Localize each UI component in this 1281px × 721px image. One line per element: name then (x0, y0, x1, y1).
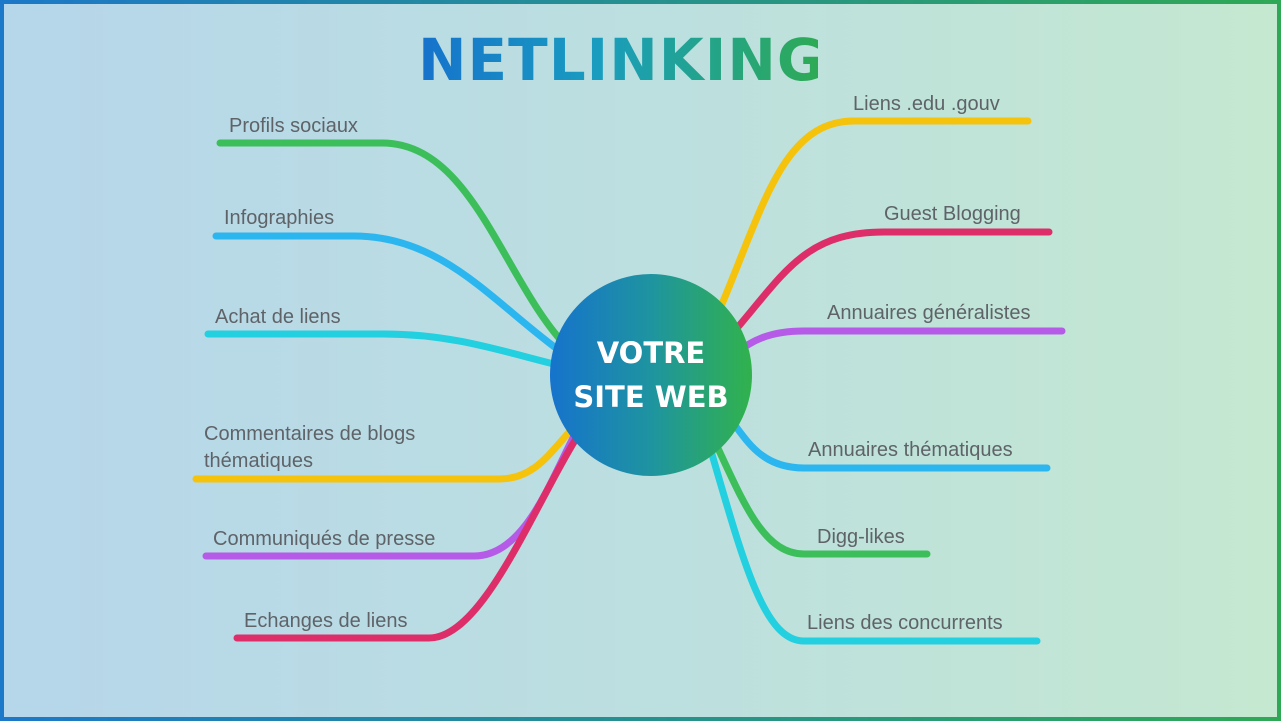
branch-label-digg-likes: Digg-likes (817, 526, 905, 548)
center-node-text: VOTRE SITE WEB (561, 331, 741, 419)
page-title: NETLINKING (418, 26, 826, 94)
branch-line-guest-blogging (728, 228, 1053, 338)
branch-label-infographies: Infographies (224, 207, 335, 229)
branch-label-profils-sociaux: Profils sociaux (229, 115, 358, 137)
branch-line-infographies (212, 232, 568, 358)
branch-line-digg-likes (712, 440, 931, 558)
branch-lines (192, 117, 1066, 645)
branch-line-echanges (233, 425, 586, 642)
branch-label-commentaires-de-blogs: Commentaires de blogs (204, 423, 416, 445)
branch-line-liens-edu (718, 117, 1032, 308)
title-container: NETLINKING (418, 26, 826, 96)
branch-label-annuaires-thematiques: Annuaires thématiques (808, 439, 1013, 461)
branch-label-annuaires-generalistes: Annuaires généralistes (827, 302, 1031, 324)
branch-line-commentaires (192, 425, 576, 483)
branch-label-communiques-de-presse: Communiqués de presse (213, 528, 436, 550)
branch-label-guest-blogging: Guest Blogging (884, 203, 1021, 225)
branch-line-profils-sociaux (216, 139, 573, 353)
branch-label-thematiques: thématiques (204, 450, 313, 472)
branch-line-annuaires-thematiques (730, 420, 1051, 472)
branch-line-liens-concurrents (705, 440, 1041, 645)
branch-line-annuaires-generalistes (730, 327, 1066, 358)
branch-line-achat-de-liens (204, 330, 566, 370)
branch-label-liens-edu-gouv: Liens .edu .gouv (853, 93, 1000, 115)
branch-label-echanges-de-liens: Echanges de liens (244, 610, 408, 632)
branch-label-liens-des-concurrents: Liens des concurrents (807, 612, 1003, 634)
center-line-1: VOTRE (596, 336, 706, 370)
center-line-2: SITE WEB (573, 380, 729, 414)
center-node: VOTRE SITE WEB (550, 274, 752, 476)
branch-label-achat-de-liens: Achat de liens (215, 306, 341, 328)
